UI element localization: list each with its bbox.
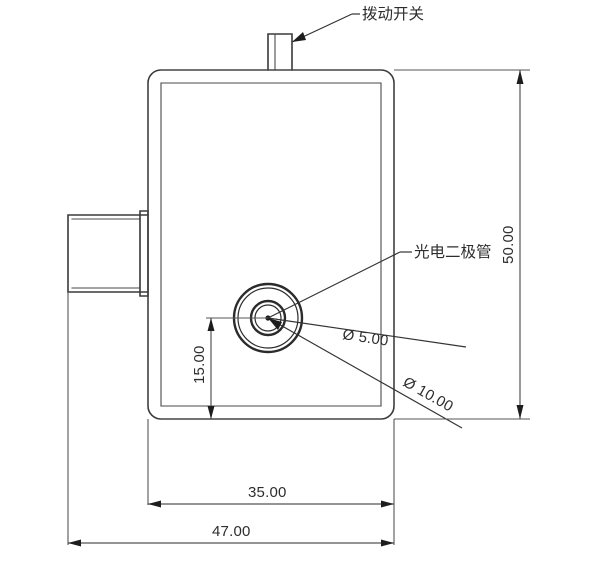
- dimension-text-total-width: 47.00: [212, 523, 251, 540]
- toggle-switch-body: [267, 33, 293, 71]
- dimension-hole-height: 15.00: [191, 317, 268, 419]
- dimension-text-inner-diameter: Ø 5.00: [341, 326, 389, 349]
- dimension-text-body-width: 35.00: [248, 484, 287, 501]
- annotation-photodiode: 光电二极管: [414, 243, 492, 261]
- outer-diameter-leader: [267, 317, 463, 429]
- main-housing-outline: [147, 69, 395, 420]
- photodiode-leader: [267, 251, 412, 319]
- connector-flange: [139, 210, 149, 297]
- dimension-text-hole-height: 15.00: [191, 345, 208, 384]
- dimension-body-width: 35.00: [147, 419, 395, 508]
- left-connector-body: [67, 214, 149, 293]
- dimension-overall-height: 50.00: [394, 69, 530, 420]
- dimension-total-width: 47.00: [67, 292, 395, 547]
- housing-inner-construction-lines: [147, 69, 395, 420]
- inner-diameter-leader: [267, 317, 467, 348]
- toggle-switch-leader: [291, 13, 360, 43]
- dimension-text-height: 50.00: [500, 225, 517, 264]
- annotation-toggle-switch: 拨动开关: [362, 5, 424, 23]
